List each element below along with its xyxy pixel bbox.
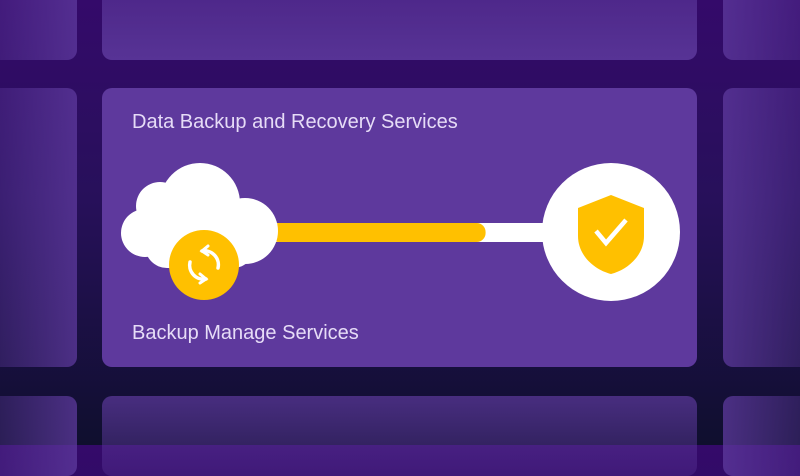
tile-mid-left <box>0 88 77 367</box>
progress-fill <box>270 223 486 242</box>
tile-top <box>102 0 697 60</box>
card-title: Data Backup and Recovery Services <box>132 111 458 133</box>
tile-bottom <box>102 396 697 476</box>
tile-top-right <box>723 0 800 60</box>
tile-mid-right <box>723 88 800 367</box>
shield-check-icon <box>542 163 680 301</box>
backup-card: Data Backup and Recovery Services Backup… <box>102 88 697 367</box>
sync-icon <box>169 230 239 300</box>
tile-top-left <box>0 0 77 60</box>
tile-bottom-right <box>723 396 800 476</box>
card-subtitle: Backup Manage Services <box>132 322 359 344</box>
tile-bottom-left <box>0 396 77 476</box>
